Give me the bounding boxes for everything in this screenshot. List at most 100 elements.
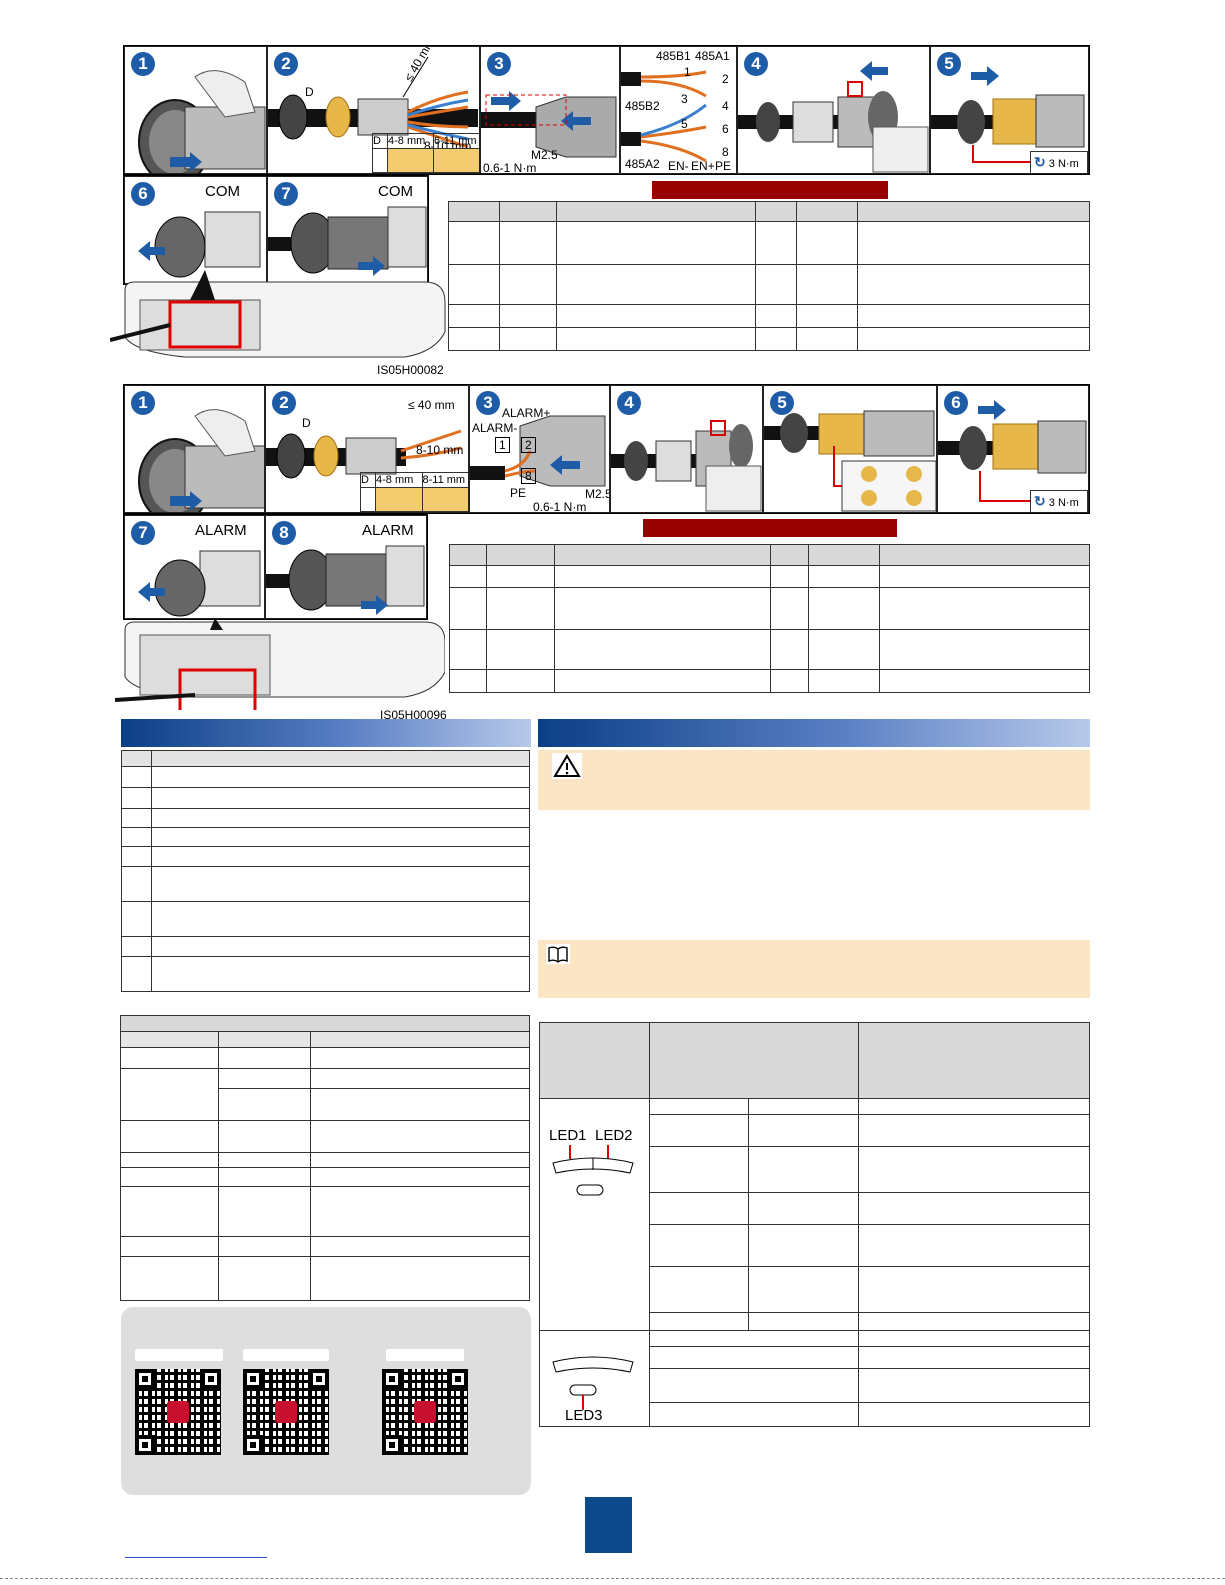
step-number: 3: [487, 52, 511, 76]
port-label: ALARM: [195, 522, 247, 539]
step-number: 6: [944, 391, 968, 415]
warning-icon: [552, 753, 582, 779]
assembly-illustration: [611, 420, 762, 512]
port-label: COM: [205, 183, 240, 200]
step-number: 7: [131, 521, 155, 545]
pin-num-2: 2: [722, 72, 729, 86]
alarm-device-illustration: [115, 618, 445, 710]
screw-torque-label: 0.6-1 N·m: [533, 500, 587, 513]
d-range-2: 8-11 mm: [421, 472, 468, 488]
pin-en-minus: EN-: [668, 159, 689, 173]
step-number: 3: [476, 391, 500, 415]
cap-removal-illustration: [138, 211, 261, 278]
alarm-figure-id: IS05H00096: [380, 708, 447, 722]
warning-box: [538, 750, 1090, 810]
pin-485a1: 485A1: [695, 49, 730, 63]
screw-torque-label: 0.6-1 N·m: [483, 161, 537, 174]
led-panel-lower-icon: [552, 1356, 634, 1410]
qr-label-bar: [135, 1349, 223, 1361]
pin-num-6: 6: [722, 122, 729, 136]
tighten-nut-illustration: [931, 66, 1085, 163]
footer-link-underline[interactable]: [125, 1557, 267, 1558]
pin-485b1: 485B1: [656, 49, 691, 63]
cap-removal-illustration: [138, 550, 261, 617]
connector-illustration: [138, 409, 264, 512]
qr-code-panel: [121, 1307, 531, 1495]
pin-num-5: 5: [681, 117, 688, 131]
assembly-illustration: [738, 61, 929, 173]
alarm-step-5: 5: [763, 385, 937, 513]
com-step-4: 4: [737, 46, 930, 174]
qr-code[interactable]: [382, 1369, 468, 1455]
wire-insertion-illustration: [481, 91, 617, 158]
step-number: 1: [131, 52, 155, 76]
checklist-table: [121, 750, 530, 992]
d-header: D: [360, 472, 376, 488]
footer-dashed-rule: [0, 1578, 1225, 1579]
step-number: 7: [274, 182, 298, 206]
port-label: ALARM: [362, 522, 414, 539]
d-header: D: [372, 133, 388, 149]
step-number: 2: [272, 391, 296, 415]
alarm-table-title-bar: [643, 519, 897, 537]
torque-callout: ↻ 3 N·m: [1030, 490, 1088, 512]
tighten-arrow-icon: ↻: [1034, 154, 1046, 170]
note-box: [538, 940, 1090, 998]
nut-torque: 3 N·m: [1048, 497, 1079, 509]
step-number: 6: [131, 182, 155, 206]
pin-wiring-illustration: [621, 70, 707, 163]
alarm-step-6: 6 ↻ 3 N·m: [937, 385, 1089, 513]
pin-pe: PE: [715, 159, 732, 173]
d-range-1: 4-8 mm: [375, 472, 423, 488]
strip-end-label: 8-10 mm: [416, 443, 464, 457]
qr-label-bar: [386, 1349, 464, 1361]
pin-485a2: 485A2: [625, 157, 660, 171]
step-number: 2: [274, 52, 298, 76]
dim-d-label: D: [305, 85, 314, 99]
d-range-2: 6-11 mm: [433, 133, 479, 149]
com-step-6: 6 COM: [124, 176, 267, 284]
page-number-box: [585, 1497, 632, 1553]
step-number: 8: [272, 521, 296, 545]
pin-485b2: 485B2: [625, 99, 660, 113]
pin-num-8: 8: [521, 468, 536, 484]
troubleshooting-table: [120, 1015, 530, 1301]
com-device-illustration: [110, 270, 446, 358]
pin-num-2: 2: [521, 437, 536, 453]
led1-label: LED1: [549, 1127, 587, 1144]
com-pin-diagram: 485B1 485A1 485B2 485A2 EN- EN+ PE 1 2 3…: [620, 46, 737, 174]
step-number: 5: [937, 52, 961, 76]
alarm-step-4: 4: [610, 385, 763, 513]
port-label: COM: [378, 183, 413, 200]
com-step-5: 5 ↻ 3 N·m: [930, 46, 1089, 174]
step-number: 5: [770, 391, 794, 415]
screw-label: M2.5: [531, 148, 558, 162]
tighten-arrow-icon: ↻: [1034, 493, 1046, 509]
pin-alarm-minus: ALARM-: [472, 421, 518, 435]
note-book-icon: [546, 944, 570, 964]
pin-en-plus: EN+: [691, 159, 715, 173]
pin-num-1: 1: [495, 437, 510, 453]
alarm-step-3: 3 ALARM+ ALARM- 1 2 8 PE M2.5 0.6-1 N·m: [469, 385, 610, 513]
step-number: 4: [744, 52, 768, 76]
alarm-pin-table: [449, 544, 1090, 693]
right-section-header: [538, 719, 1090, 747]
dim-d-label: D: [302, 416, 311, 430]
pin-pe: PE: [510, 486, 527, 500]
qr-code[interactable]: [135, 1369, 221, 1455]
torque-callout: ↻ 3 N·m: [1030, 151, 1088, 173]
alarm-step-1: 1: [124, 385, 265, 513]
wire-insertion-illustration: [470, 415, 606, 487]
huawei-logo-icon: [275, 1401, 297, 1423]
com-figure-id: IS05H00082: [377, 363, 444, 377]
step-number: 4: [617, 391, 641, 415]
d-range-1: 4-8 mm: [387, 133, 434, 149]
led-panel-upper-icon: [552, 1145, 634, 1196]
qr-code[interactable]: [243, 1369, 329, 1455]
left-section-header: [121, 719, 531, 747]
com-pin-table: [448, 201, 1090, 351]
